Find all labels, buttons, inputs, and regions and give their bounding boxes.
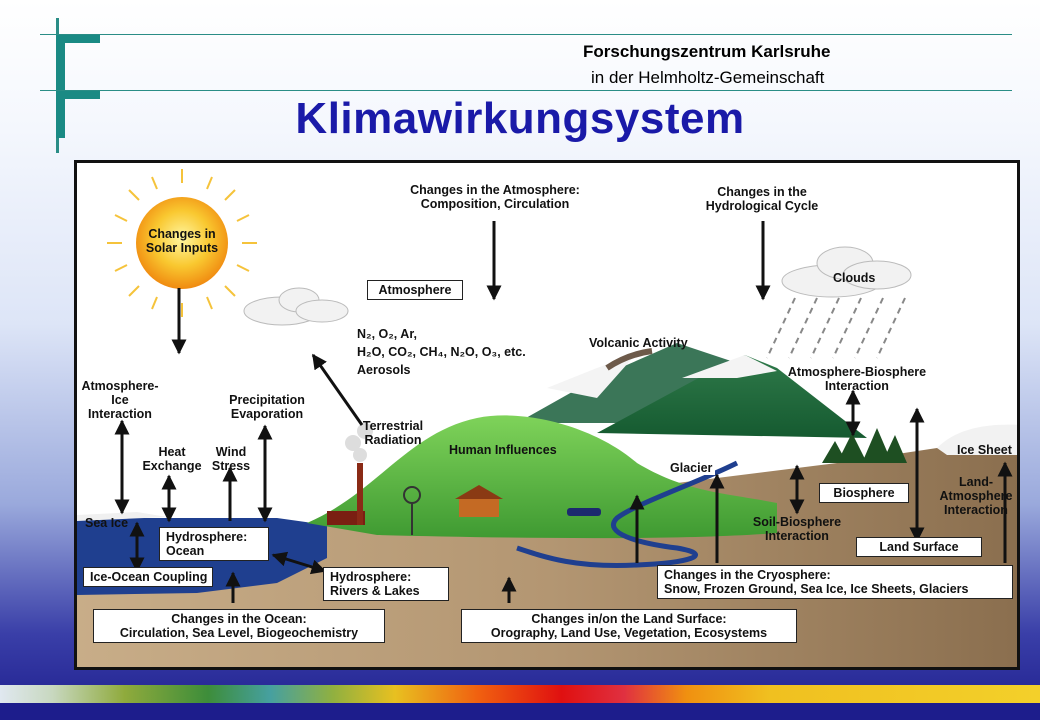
gases-line-3: Aerosols [357,363,411,377]
hydrosphere-ocean-box: Hydrosphere: Ocean [159,527,269,561]
atmosphere-changes-label: Changes in the Atmosphere: Composition, … [410,183,580,211]
ocean-title: Changes in the Ocean: [171,612,307,626]
volcanic-label: Volcanic Activity [589,336,688,350]
ice-sheet-label: Ice Sheet [957,443,1012,457]
biosphere-box: Biosphere [819,483,909,503]
gases-line-2: H₂O, CO₂, CH₄, N₂O, O₃, etc. [357,345,526,359]
hydrological-cycle-label: Changes in the Hydrological Cycle [705,185,819,213]
cloud-icon [243,246,912,326]
land-changes-box: Changes in/on the Land Surface: Orograph… [461,609,797,643]
land-title: Changes in/on the Land Surface: [531,612,727,626]
land-surface-box: Land Surface [856,537,982,557]
wind-stress-label: Wind Stress [211,445,251,473]
ocean-body: Circulation, Sea Level, Biogeochemistry [119,626,359,640]
ice-ocean-coupling-box: Ice-Ocean Coupling [83,567,213,587]
land-body: Orography, Land Use, Vegetation, Ecosyst… [490,626,768,640]
climate-system-diagram: Changes in Solar Inputs Changes in the A… [74,160,1020,670]
clouds-label: Clouds [833,271,876,285]
glacier-label: Glacier [667,461,716,475]
soil-biosphere-label: Soil-Biosphere Interaction [752,515,842,543]
color-stripe [0,685,1040,703]
org-name: Forschungszentrum Karlsruhe [583,42,831,61]
hydrosphere-rivers-box: Hydrosphere: Rivers & Lakes [323,567,449,601]
atmosphere-box: Atmosphere [367,280,463,300]
solar-label: Changes in Solar Inputs [145,227,219,255]
sun-icon [107,169,257,317]
slide-header: Forschungszentrum Karlsruhe in der Helmh… [0,0,1040,165]
land-atmosphere-label: Land-Atmosphere Interaction [939,475,1013,517]
heat-exchange-label: Heat Exchange [142,445,202,473]
cryosphere-changes-box: Changes in the Cryosphere: Snow, Frozen … [657,565,1013,599]
footer-band [0,703,1040,720]
cryosphere-title: Changes in the Cryosphere: [664,568,831,582]
atmosphere-ice-label: Atmosphere-Ice Interaction [81,379,159,421]
terrestrial-radiation-label: Terrestrial Radiation [362,419,424,447]
sea-ice-label: Sea Ice [85,516,129,530]
fzk-logo [56,18,100,153]
gases-line-1: N₂, O₂, Ar, [357,327,417,341]
human-influences-label: Human Influences [449,443,557,457]
ocean-changes-box: Changes in the Ocean: Circulation, Sea L… [93,609,385,643]
slide-title: Klimawirkungsystem [295,94,745,143]
cryosphere-body: Snow, Frozen Ground, Sea Ice, Ice Sheets… [664,582,969,596]
atmosphere-biosphere-label: Atmosphere-Biosphere Interaction [787,365,927,393]
org-subtitle: in der Helmholtz-Gemeinschaft [591,68,825,87]
precipitation-label: Precipitation Evaporation [229,393,305,421]
